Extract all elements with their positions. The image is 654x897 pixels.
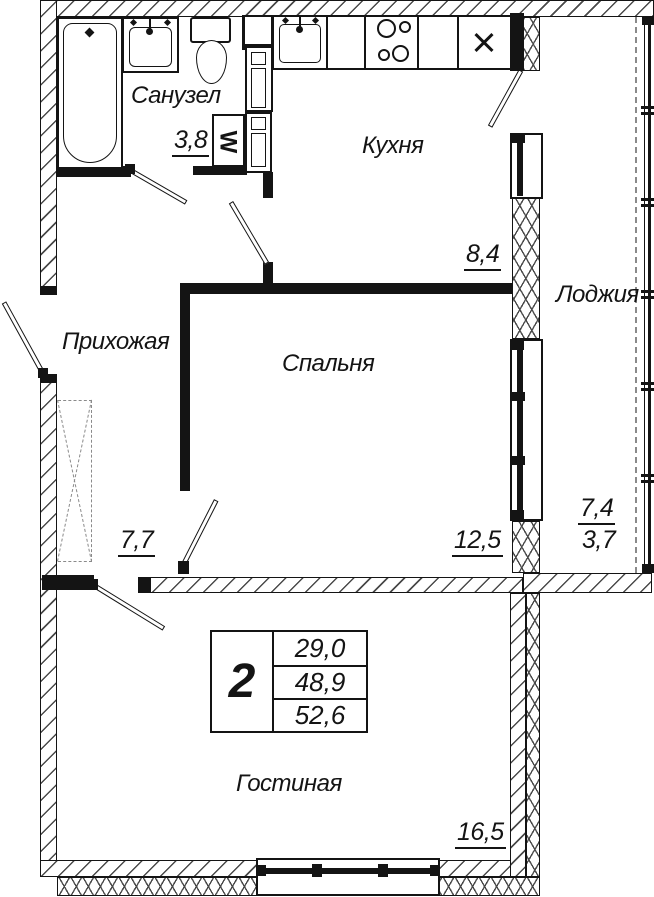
glazing-tick <box>641 474 654 477</box>
stamp-area-row: 48,9 <box>272 667 368 700</box>
bedroom-window-block <box>510 339 543 521</box>
glazing-cap-top <box>642 17 654 25</box>
bedroom-window-mullion-1 <box>511 392 525 401</box>
stove-burner <box>377 19 396 38</box>
loggia-glazing-dashed-line <box>635 17 637 573</box>
room-label-kitchen: Кухня <box>362 132 424 159</box>
glazing-tick <box>641 382 654 385</box>
room-label-loggia: Лоджия <box>556 281 639 308</box>
wall-stub-below-shaft <box>263 172 273 198</box>
glazing-tick <box>641 480 654 483</box>
bedroom-window-line <box>517 344 523 516</box>
vent-shaft-upper-flue-large <box>251 68 266 108</box>
balcony-door-panel <box>517 136 523 196</box>
wall-living-right <box>510 593 526 877</box>
living-window-block <box>256 858 440 896</box>
room-area-living: 16,5 <box>455 818 506 849</box>
room-area-loggia-counted: 3,7 <box>582 526 616 554</box>
wall-stub-above-bedroom <box>263 262 273 284</box>
wall-bedroom-top <box>180 283 512 294</box>
glazing-tick <box>641 106 654 109</box>
kitchen-counter-2 <box>417 15 459 70</box>
vent-shaft-lower-flue-small <box>251 117 266 130</box>
room-area-kitchen: 8,4 <box>464 240 502 271</box>
wardrobe-outline <box>58 400 92 562</box>
bedroom-window-mullion-2 <box>511 456 525 465</box>
toilet-bowl <box>196 40 227 84</box>
room-area-loggia-full: 7,4 <box>578 494 616 525</box>
glazing-tick <box>641 290 654 293</box>
room-area-hallway: 7,7 <box>118 526 156 557</box>
balcony-door-cap <box>512 133 525 143</box>
wall-bathroom-bottom-right <box>193 166 247 175</box>
kitchen-faucet <box>299 15 301 29</box>
entrance-door-hinge <box>38 368 48 378</box>
living-window-mullion-1 <box>312 864 322 877</box>
stamp-room-count: 2 <box>228 655 256 708</box>
living-window-line <box>262 868 437 874</box>
bathroom-door-leaf <box>127 167 188 205</box>
glazing-cap-bottom <box>642 564 654 573</box>
bathroom-faucet <box>149 17 151 31</box>
glazing-tick <box>641 112 654 115</box>
info-stamp: 2 29,0 48,9 52,6 <box>210 630 368 733</box>
stamp-area-row: 52,6 <box>272 700 368 730</box>
washing-machine-icon: W <box>212 114 245 167</box>
stamp-living-area: 29,0 <box>294 633 346 663</box>
loggia-door-leaf <box>487 69 524 128</box>
washing-machine-label: W <box>214 130 242 154</box>
kitchen-counter-1 <box>326 15 366 70</box>
glazing-tick <box>641 388 654 391</box>
bedroom-door-leaf <box>181 499 219 565</box>
kitchen-door-leaf <box>228 201 270 265</box>
wall-loggia-bottom <box>523 573 652 593</box>
room-label-bathroom: Санузел <box>131 82 221 109</box>
stamp-room-count-cell: 2 <box>212 632 274 731</box>
living-window-mullion-2 <box>378 864 388 877</box>
wall-bedroom-bottom <box>150 577 523 593</box>
bedroom-window-cap-top <box>512 341 524 350</box>
wall-hallway-bottom <box>42 575 94 590</box>
room-area-bedroom: 12,5 <box>452 526 503 557</box>
stove-burner <box>399 21 411 33</box>
entrance-jamb-top <box>40 286 57 295</box>
wall-bedroom-bottom-corner <box>138 577 151 593</box>
living-door-hinge <box>88 579 98 590</box>
entrance-jamb-bottom <box>40 374 57 383</box>
balcony-door-block <box>510 133 543 199</box>
wall-left-upper <box>40 0 57 294</box>
living-window-cap-right <box>430 865 438 876</box>
bathtub-inner <box>63 23 117 163</box>
vent-shaft-lower-flue-large <box>251 133 266 167</box>
kitchen-faucet-dot <box>296 26 303 33</box>
kitchen-counter-end-wall <box>510 13 524 71</box>
wall-loggia-divider-mid <box>512 197 540 339</box>
wall-left-lower <box>40 376 57 866</box>
stamp-area-row: 29,0 <box>272 632 368 667</box>
room-label-living: Гостиная <box>236 770 342 797</box>
bathroom-door-hinge <box>125 164 135 174</box>
duct-box <box>243 15 273 46</box>
wall-loggia-divider-low <box>512 521 540 573</box>
entrance-door-leaf <box>1 301 46 375</box>
glazing-tick <box>641 296 654 299</box>
stamp-area-no-loggia: 48,9 <box>294 667 346 697</box>
vent-shaft-upper-flue-small <box>251 52 266 65</box>
wall-bedroom-left <box>180 283 190 491</box>
glazing-tick <box>641 198 654 201</box>
stove-burner <box>378 49 390 61</box>
living-window-cap-left <box>258 865 266 876</box>
wall-living-right-insulation <box>526 593 540 877</box>
bedroom-window-cap-bottom <box>512 510 524 519</box>
loggia-glazing-line <box>644 17 651 573</box>
stamp-total-area: 52,6 <box>294 699 346 730</box>
bedroom-door-hinge <box>178 561 189 574</box>
room-label-hallway: Прихожая <box>62 328 170 355</box>
room-label-bedroom: Спальня <box>282 350 375 377</box>
wall-bathroom-bottom-left <box>57 166 131 177</box>
bathroom-faucet-dot <box>146 28 153 35</box>
stove-burner <box>392 45 409 62</box>
room-area-bathroom: 3,8 <box>172 126 210 157</box>
glazing-tick <box>641 204 654 207</box>
